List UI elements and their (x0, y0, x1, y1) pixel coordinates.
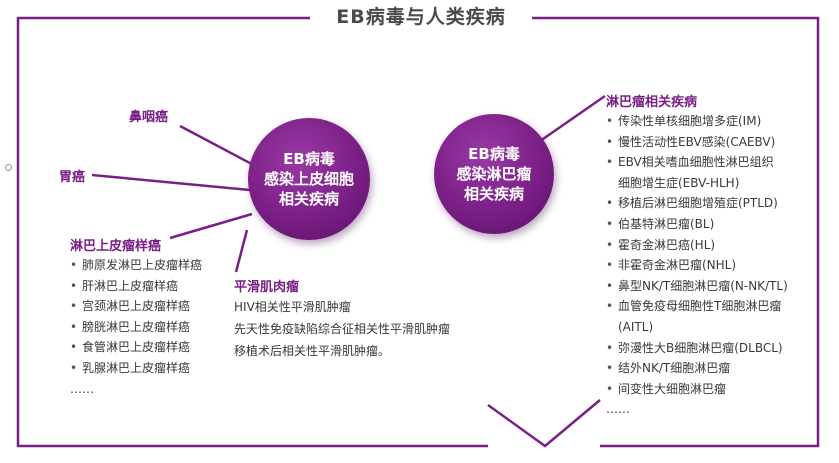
list-item: •肝淋巴上皮瘤样癌 (70, 278, 179, 293)
connector-gastric (91, 173, 251, 192)
lymphoepithelioma-list: •肺原发淋巴上皮瘤样癌 •肝淋巴上皮瘤样癌 •宫颈淋巴上皮瘤样癌 •膀胱淋巴上皮… (70, 255, 202, 399)
right-circle-line-1: EB病毒 (468, 145, 520, 163)
list-item: •霍奇金淋巴癌(HL) (606, 237, 716, 252)
list-more: …… (70, 381, 94, 396)
list-item-continuation: (AITL) (618, 319, 654, 334)
list-item: •宫颈淋巴上皮瘤样癌 (70, 299, 191, 314)
smooth-muscle-list: HIV相关性平滑肌肿瘤 先天性免疫缺陷综合征相关性平滑肌肿瘤 移植术后相关性平滑… (234, 296, 450, 362)
small-marker (5, 164, 12, 171)
list-item: •传染性单核细胞增多症(IM) (606, 114, 762, 128)
label-nasopharyngeal: 鼻咽癌 (129, 110, 169, 125)
list-item: •鼻型NK/T细胞淋巴瘤(N-NK/TL) (606, 278, 788, 293)
list-item: •慢性活动性EBV感染(CAEBV) (606, 134, 776, 149)
list-item: HIV相关性平滑肌肿瘤 (234, 300, 351, 314)
lymphoma-disease-circle: EB病毒 感染淋巴瘤 相关疾病 (434, 114, 554, 234)
frame-border-right (532, 16, 820, 448)
list-item: •肺原发淋巴上皮瘤样癌 (70, 258, 203, 272)
list-item: •间变性大细胞淋巴瘤 (606, 381, 727, 396)
left-circle-line-1: EB病毒 (283, 150, 335, 168)
left-circle-line-2: 感染上皮细胞 (263, 170, 354, 188)
list-item: •食管淋巴上皮瘤样癌 (70, 340, 191, 355)
epithelial-disease-circle: EB病毒 感染上皮细胞 相关疾病 (248, 118, 370, 240)
bottom-notch (487, 399, 601, 448)
frame-border (16, 16, 488, 448)
list-item: •EBV相关嗜血细胞性淋巴组织 (606, 155, 774, 170)
list-item: 移植术后相关性平滑肌肿瘤。 (234, 344, 391, 358)
list-item: •移植后淋巴细胞增殖症(PTLD) (606, 196, 778, 211)
left-circle-line-3: 相关疾病 (278, 190, 339, 208)
right-circle-line-3: 相关疾病 (463, 185, 524, 203)
list-more: …… (606, 402, 630, 417)
list-item: •血管免疫母细胞性T细胞淋巴瘤 (606, 299, 782, 314)
connector-smooth-muscle (234, 229, 249, 273)
list-item: •结外NK/T细胞淋巴瘤 (606, 361, 731, 376)
list-item: •伯基特淋巴瘤(BL) (606, 216, 715, 231)
label-lymphoma: 淋巴瘤相关疾病 (606, 95, 698, 110)
label-gastric: 胃癌 (59, 170, 86, 185)
list-item: •弥漫性大B细胞淋巴瘤(DLBCL) (606, 340, 783, 355)
list-item-continuation: 细胞增生症(EBV-HLH) (618, 175, 740, 190)
lymphoma-list: •传染性单核细胞增多症(IM) •慢性活动性EBV感染(CAEBV) •EBV相… (606, 111, 788, 420)
diagram-title: EB病毒与人类疾病 (310, 2, 532, 32)
right-circle-line-2: 感染淋巴瘤 (456, 165, 532, 183)
label-smooth-muscle: 平滑肌肉瘤 (234, 280, 300, 295)
list-item: •乳腺淋巴上皮瘤样癌 (70, 360, 191, 375)
list-item: 先天性免疫缺陷综合征相关性平滑肌肿瘤 (234, 322, 451, 336)
connector-lymphoepithelioma (169, 212, 253, 240)
label-lymphoepithelioma: 淋巴上皮瘤样癌 (70, 239, 162, 254)
list-item: •非霍奇金淋巴瘤(NHL) (606, 258, 737, 273)
list-item: •膀胱淋巴上皮瘤样癌 (70, 319, 191, 334)
